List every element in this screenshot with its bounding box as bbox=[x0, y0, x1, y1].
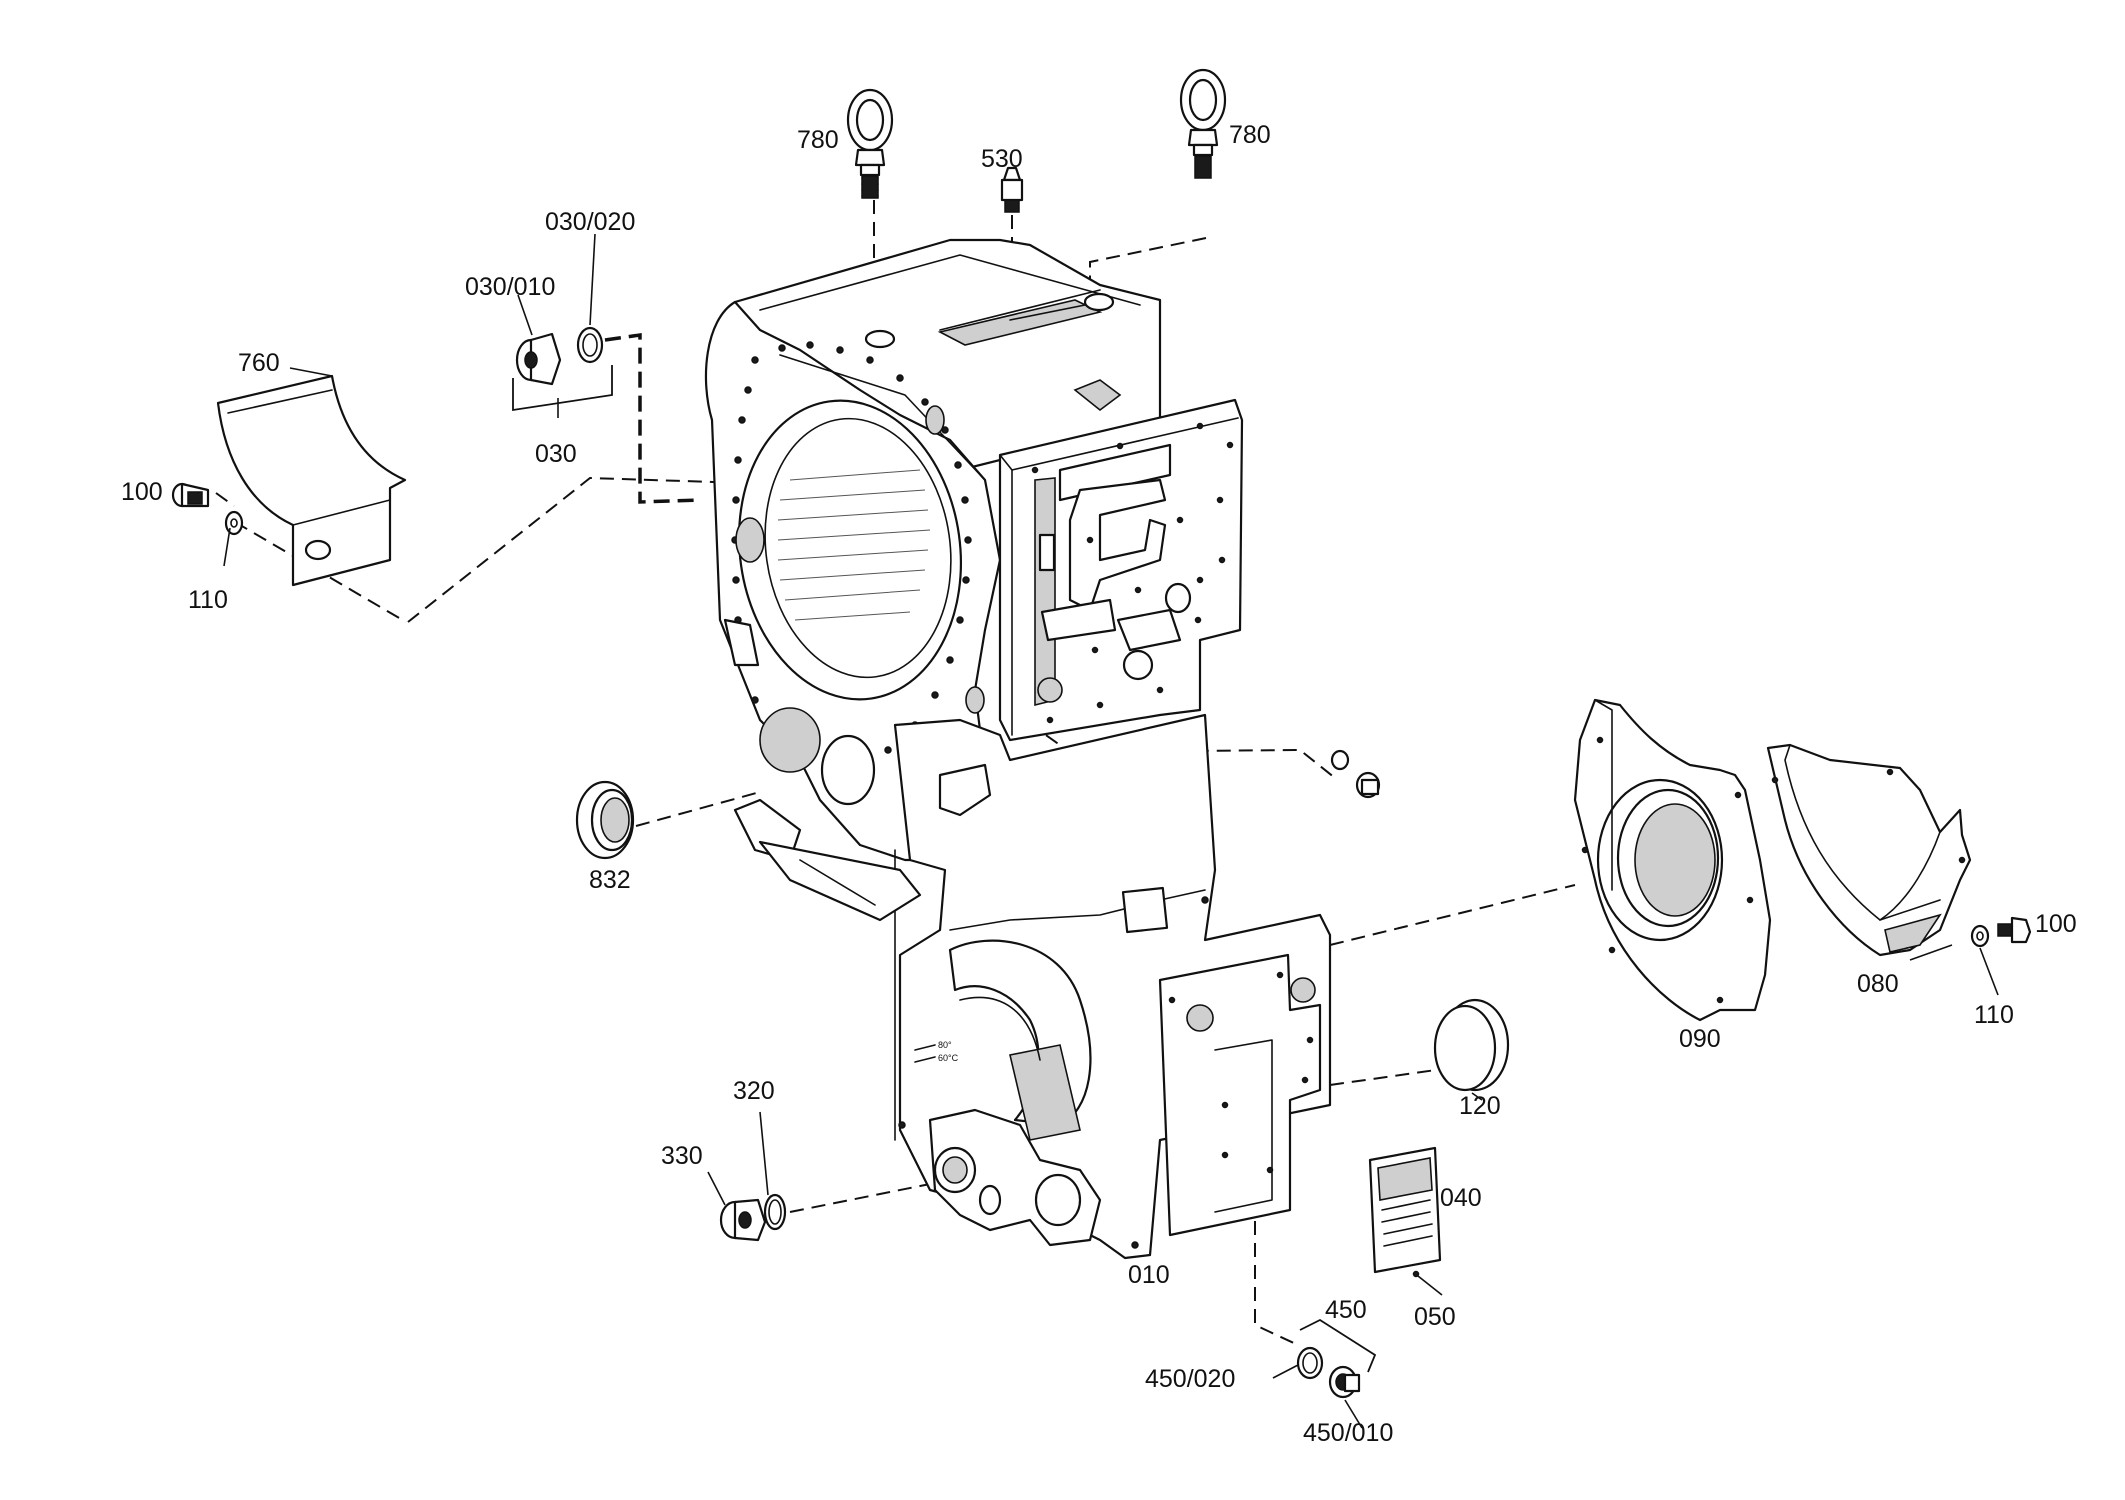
ring-030-020 bbox=[576, 326, 604, 364]
callout-760: 760 bbox=[238, 349, 280, 377]
bracket-450 bbox=[1299, 1318, 1377, 1373]
guard-080 bbox=[1766, 743, 1972, 957]
callout-010: 010 bbox=[1128, 1261, 1170, 1289]
lifting-eye-left bbox=[846, 88, 894, 199]
rivet-050 bbox=[1412, 1270, 1420, 1278]
callout-530: 530 bbox=[981, 145, 1023, 173]
callout-030-010: 030/010 bbox=[465, 273, 555, 301]
plug-450-010 bbox=[1328, 1365, 1361, 1399]
callout-labels: 780 780 530 030/020 030/010 030 760 100 … bbox=[121, 121, 2077, 1447]
lifting-eye-right bbox=[1179, 68, 1227, 179]
callout-780-right: 780 bbox=[1229, 121, 1271, 149]
bolt-100-right bbox=[1997, 916, 2032, 944]
callout-040: 040 bbox=[1440, 1184, 1482, 1212]
shield-760 bbox=[216, 374, 407, 587]
ring-450-020 bbox=[1296, 1346, 1324, 1380]
ring-320 bbox=[763, 1193, 787, 1231]
main-housing: 80° 60°C bbox=[704, 238, 1332, 1260]
callout-080: 080 bbox=[1857, 970, 1899, 998]
bolt-100-left bbox=[171, 482, 210, 508]
cover-cap-120 bbox=[1433, 998, 1510, 1092]
callout-330: 330 bbox=[661, 1142, 703, 1170]
leader-lines bbox=[223, 233, 1999, 1429]
nameplate-040 bbox=[1368, 1146, 1442, 1274]
callout-100-right: 100 bbox=[2035, 910, 2077, 938]
callout-110-right: 110 bbox=[1974, 1001, 2014, 1029]
plug-right-of-housing bbox=[1330, 749, 1381, 799]
callout-030-020: 030/020 bbox=[545, 208, 635, 236]
callout-450: 450 bbox=[1325, 1296, 1367, 1324]
bracket-030 bbox=[512, 365, 613, 412]
callout-450-010: 450/010 bbox=[1303, 1419, 1393, 1447]
callout-450-020: 450/020 bbox=[1145, 1365, 1235, 1393]
breather-530 bbox=[1000, 166, 1024, 213]
callout-110-left: 110 bbox=[188, 586, 228, 614]
callout-050: 050 bbox=[1414, 1303, 1456, 1331]
callout-780-left: 780 bbox=[797, 126, 839, 154]
washer-110-left bbox=[224, 510, 244, 536]
callout-320: 320 bbox=[733, 1077, 775, 1105]
callout-100-left: 100 bbox=[121, 478, 163, 506]
callout-832: 832 bbox=[589, 866, 631, 894]
callout-090: 090 bbox=[1679, 1025, 1721, 1053]
washer-110-right bbox=[1970, 924, 1990, 948]
temp-mark-60: 60°C bbox=[938, 1053, 959, 1063]
callout-030: 030 bbox=[535, 440, 577, 468]
cover-090 bbox=[1573, 698, 1772, 1022]
temp-mark-80: 80° bbox=[938, 1040, 952, 1050]
callout-120: 120 bbox=[1459, 1092, 1501, 1120]
seal-832 bbox=[575, 780, 635, 860]
plug-030-010 bbox=[515, 332, 562, 386]
plug-330 bbox=[719, 1198, 767, 1242]
